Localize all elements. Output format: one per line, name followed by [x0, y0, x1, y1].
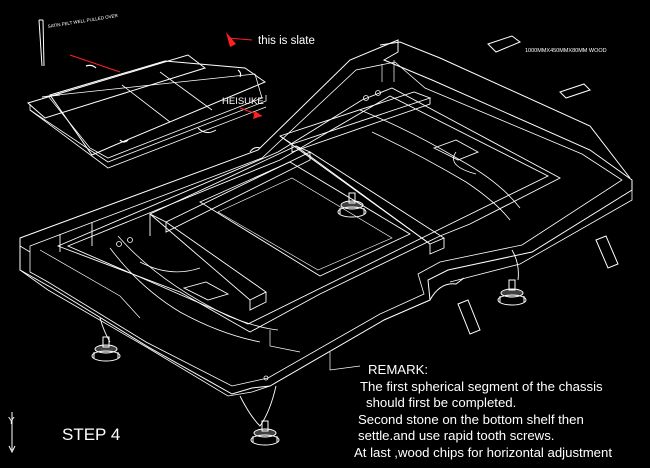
slate-label: this is slate [258, 35, 315, 47]
heisuke-label: HEISUKE [222, 96, 264, 107]
leveling-foot [91, 336, 121, 362]
leveling-foot [337, 192, 367, 218]
slate-panel [26, 54, 267, 169]
remark-line: The first spherical segment of the chass… [360, 378, 603, 394]
step-label: STEP 4 [62, 425, 121, 444]
table-legs [99, 249, 519, 427]
slate-fine-print: SATIN FELT WELL PULLED OVER [47, 13, 119, 29]
remark-block: REMARK: The first spherical segment of t… [354, 362, 648, 461]
remark-line: should first be completed. [366, 395, 517, 410]
remark-line: Second stone on the bottom shelf then [358, 411, 584, 427]
leveling-foot [497, 279, 527, 306]
ucs-icon: Y [8, 412, 16, 454]
remark-title: REMARK: [368, 362, 429, 377]
chassis-frame [19, 39, 633, 397]
remark-line: settle.and use rapid tooth screws. [358, 428, 555, 443]
wood-spec-label: 1000MMX450MMX80MM WOOD [525, 48, 607, 54]
ucs-y-label: Y [8, 416, 15, 427]
remark-line: At last ,wood chips for horizontal adjus… [354, 444, 613, 460]
wood-shims [457, 35, 619, 335]
chassis-compartments [39, 60, 561, 371]
leveling-foot [250, 420, 280, 446]
annotation-arrows [69, 32, 263, 119]
screw-holes [116, 90, 381, 381]
